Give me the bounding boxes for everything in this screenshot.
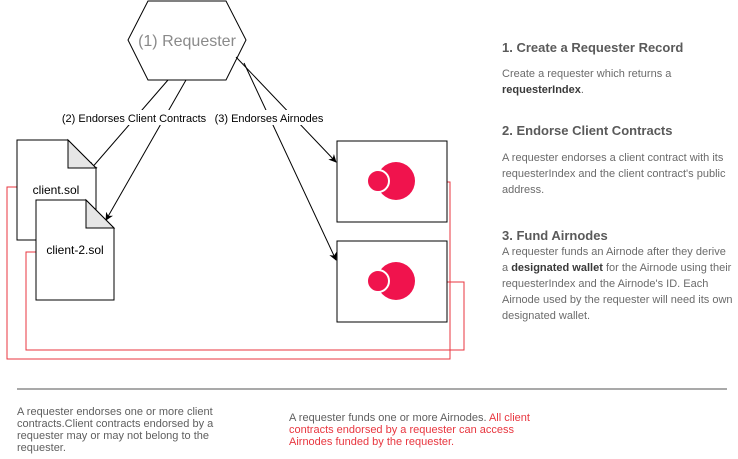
arrow-to-client-2 [105, 79, 187, 221]
requester-node [127, 0, 247, 81]
client-file-2: client-2.sol [35, 198, 116, 301]
arrow-to-airnode-2 [243, 62, 337, 261]
endorse-airnodes-label: (3) Endorses Airnodes [215, 113, 324, 125]
step-3-title: 3. Fund Airnodes [502, 228, 608, 243]
designated-wallet-term: designated wallet [511, 262, 603, 274]
requester-index-term: requesterIndex [502, 84, 581, 96]
airnode-logo-icon [377, 162, 415, 200]
endorse-clients-label: (2) Endorses Client Contracts [62, 113, 207, 125]
airnode-box-2 [336, 240, 448, 323]
footer-right-note: A requester funds one or more Airnodes. … [289, 412, 530, 448]
access-line-client-2 [25, 251, 465, 351]
step-3-body: A requester funds an Airnode after they … [502, 246, 733, 322]
footer-red-note: All client contracts endorsed by a reque… [289, 412, 530, 448]
footer-left-note: A requester endorses one or more client … [17, 406, 214, 454]
requester-label: (1) Requester [138, 33, 236, 50]
step-1-title: 1. Create a Requester Record [502, 40, 684, 55]
client-2-file-label: client-2.sol [46, 243, 103, 257]
client-file-label: client.sol [33, 183, 80, 197]
step-1-body: Create a requester which returns a reque… [502, 68, 672, 96]
airnode-box-1 [336, 140, 448, 223]
airnode-logo-icon [377, 262, 415, 300]
step-2-body: A requester endorses a client contract w… [502, 152, 726, 196]
arrow-to-airnode-1 [235, 56, 337, 163]
step-2-title: 2. Endorse Client Contracts [502, 123, 673, 138]
